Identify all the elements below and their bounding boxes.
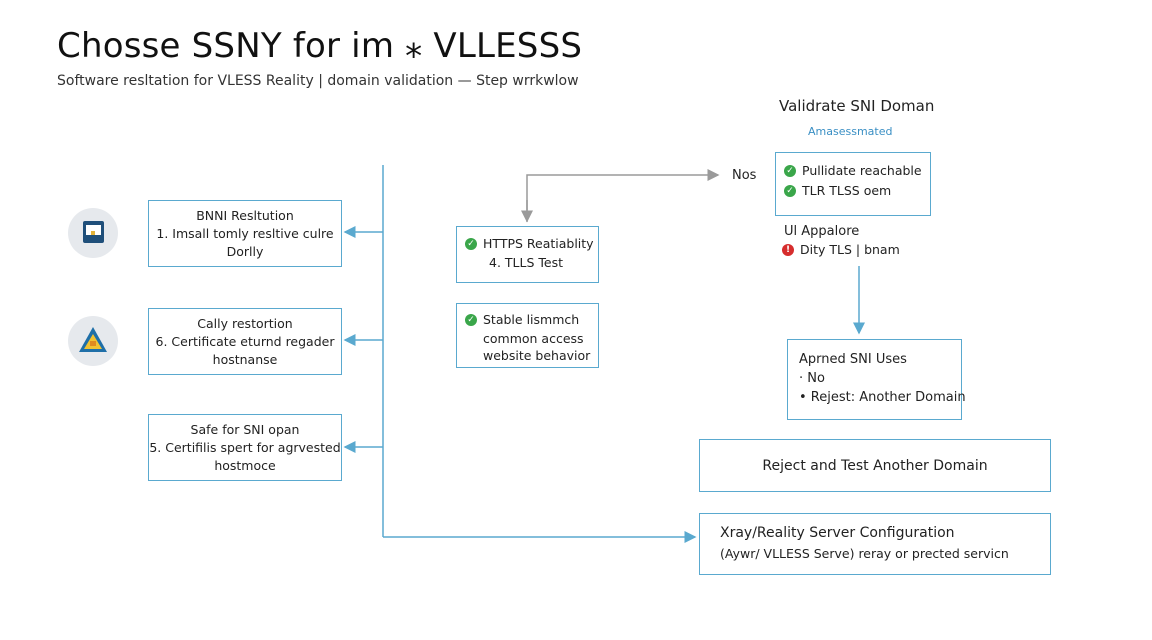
check-label: Pullidate reachable [802, 163, 922, 178]
approved-sni-box: Aprned SNI Uses · No • Rejest: Another D… [787, 339, 966, 420]
approved-item: • Rejest: Another Domain [799, 390, 966, 405]
page-subtitle: Software resltation for VLESS Reality | … [57, 73, 579, 89]
step-title: BNNI Resltution [196, 207, 294, 223]
warning-triangle-icon [68, 316, 118, 366]
appalore-title: Ul Appalore [784, 224, 860, 239]
config-title: Xray/Reality Server Configuration [720, 525, 955, 541]
check-icon: ✓ [784, 165, 796, 177]
validate-subheading: Amasessmated [808, 125, 893, 138]
approved-item: · No [799, 371, 825, 386]
step-line: 5. Certifilis spert for agrvested [149, 439, 341, 455]
check-label: HTTPS Reatiablity [483, 236, 594, 251]
server-config-box: Xray/Reality Server Configuration (Aywr/… [699, 513, 1051, 575]
step-line: 6. Certificate eturnd regader [155, 333, 335, 349]
step-box-safe-sni: Safe for SNI opan 5. Certifilis spert fo… [148, 414, 342, 481]
step-box-restoration: Cally restortion 6. Certificate eturnd r… [148, 308, 342, 375]
stable-match-box: ✓ Stable lismmch common access website be… [456, 303, 599, 368]
step-line: common access [483, 331, 584, 346]
step-line: hostnanse [212, 351, 278, 367]
check-icon: ✓ [465, 314, 477, 326]
page-title: Chosse SSNY for im ⁎ VLLESSS [57, 26, 583, 66]
reject-label: Reject and Test Another Domain [762, 457, 988, 474]
step-line: 4. TLLS Test [489, 255, 563, 270]
check-label: TLR TLSS oem [802, 183, 892, 198]
validate-heading: Validrate SNI Doman [779, 97, 935, 115]
https-test-box: ✓ HTTPS Reatiablity 4. TLLS Test [456, 226, 599, 283]
check-icon: ✓ [465, 238, 477, 250]
reachability-checks-box: ✓ Pullidate reachable ✓ TLR TLSS oem [775, 152, 931, 216]
step-box-resolution: BNNI Resltution 1. Imsall tomly resltive… [148, 200, 342, 267]
step-title: Safe for SNI opan [190, 421, 300, 437]
check-label: Stable lismmch [483, 312, 580, 327]
error-icon: ! [782, 244, 794, 256]
approved-title: Aprned SNI Uses [799, 352, 907, 367]
reject-domain-box: Reject and Test Another Domain [699, 439, 1051, 492]
step-line: website behavior [483, 348, 591, 363]
step-title: Cally restortion [197, 315, 293, 331]
check-icon: ✓ [784, 185, 796, 197]
appalore-item: ! Dity TLS | bnam [782, 240, 900, 260]
step-line: Dorlly [226, 243, 264, 259]
step-line: hostmoce [214, 457, 276, 473]
nos-label: Nos [732, 168, 757, 183]
lock-icon [68, 208, 118, 258]
config-detail: (Aywr/ VLLESS Serve) reray or prected se… [720, 546, 1009, 561]
error-label: Dity TLS | bnam [800, 242, 900, 257]
step-line: 1. Imsall tomly resltive culre [156, 225, 334, 241]
